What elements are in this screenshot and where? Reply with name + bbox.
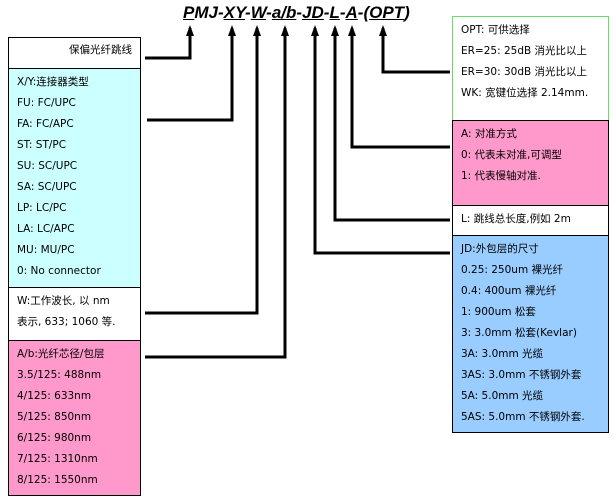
box-line: 1: 900um 松套 <box>461 306 536 318</box>
box-line: 0: No connector <box>17 265 101 277</box>
code-segment: - <box>245 3 251 22</box>
wavelength-box: W:工作波长, 以 nm 表示, 633; 1060 等. <box>8 287 141 341</box>
length-box: L: 跳线总长度,例如 2m <box>452 205 609 236</box>
alignment-box: A: 对准方式 0: 代表未对准,可调型 1: 代表慢轴对准. <box>452 120 609 206</box>
box-line: A: 对准方式 <box>461 128 517 140</box>
code-segment: ) <box>404 3 410 22</box>
box-line: SA: SC/UPC <box>17 181 77 193</box>
box-line: ST: ST/PC <box>17 139 67 151</box>
arrow-opt <box>381 28 450 74</box>
box-line: L: 跳线总长度,例如 2m <box>461 213 571 225</box>
code-segment: MJ- <box>194 3 224 22</box>
box-line: ER=25: 25dB 消光比以上 <box>461 45 588 57</box>
box-line: 0.25: 250um 裸光纤 <box>461 264 564 276</box>
box-line: A/b:光纤芯径/包层 <box>17 348 105 360</box>
code-segment: XY <box>223 3 246 22</box>
box-line: 5A: 5.0mm 光缆 <box>461 390 544 402</box>
options-box: OPT: 可供选择 ER=25: 25dB 消光比以上 ER=30: 30dB 消光… <box>452 16 609 121</box>
code-segment: - <box>266 3 272 22</box>
arrow-w <box>145 28 259 315</box>
arrow-l <box>333 28 450 222</box>
box-line: JD:外包层的尺寸 <box>461 243 539 255</box>
box-line: 表示, 633; 1060 等. <box>17 316 116 328</box>
box-line: OPT: 可供选择 <box>461 24 530 36</box>
jacket-size-box: JD:外包层的尺寸 0.25: 250um 裸光纤 0.4: 400um 裸光纤 1:… <box>452 235 609 433</box>
box-line: FA: FC/APC <box>17 118 74 130</box>
product-name-box: 保偏光纤跳线 <box>8 37 141 69</box>
box-line: ER=30: 30dB 消光比以上 <box>461 66 588 78</box>
box-line: FU: FC/UPC <box>17 97 76 109</box>
box-line: 3.5/125: 488nm <box>17 369 102 381</box>
box-line: WK: 宽键位选择 2.14mm. <box>461 87 589 99</box>
arrow-jd <box>313 28 450 255</box>
code-segment: -( <box>357 3 370 22</box>
box-line: 3A: 3.0mm 光缆 <box>461 348 544 360</box>
code-segment: - <box>323 3 330 22</box>
code-segment: a/b <box>271 3 297 22</box>
box-line: W:工作波长, 以 nm <box>17 295 110 307</box>
box-line: 3AS: 3.0mm 不锈钢外套 <box>461 369 582 381</box>
box-line: 6/125: 980nm <box>17 432 92 444</box>
code-segment: W <box>250 3 267 22</box>
code-segment: JD <box>302 3 324 22</box>
box-line: 0: 代表未对准,可调型 <box>461 149 562 161</box>
connector-type-box: X/Y:连接器类型 FU: FC/UPC FA: FC/APC ST: ST/PC SU… <box>8 68 141 288</box>
code-segment: L <box>329 3 340 22</box>
box-line: 4/125: 633nm <box>17 390 92 402</box>
code-segment: - <box>296 3 303 22</box>
core-cladding-box: A/b:光纤芯径/包层 3.5/125: 488nm 4/125: 633nm 5/1… <box>8 340 141 496</box>
box-line: 5/125: 850nm <box>17 411 92 423</box>
box-line: 7/125: 1310nm <box>17 453 98 465</box>
code-segment: - <box>339 3 346 22</box>
box-line: X/Y:连接器类型 <box>17 76 89 88</box>
box-line: 3: 3.0mm 松套(Kevlar) <box>461 327 577 339</box>
box-line: LA: LC/APC <box>17 223 75 235</box>
box-line: LP: LC/PC <box>17 202 67 214</box>
code-segment: OPT <box>369 3 405 22</box>
box-line: 5AS: 5.0mm 不锈钢外套. <box>461 411 585 423</box>
box-line: 0.4: 400um 裸光纤 <box>461 285 557 297</box>
box-line: 1: 代表慢轴对准. <box>461 170 541 182</box>
box-line: SU: SC/UPC <box>17 160 78 172</box>
box-line: 8/125: 1550nm <box>17 474 98 486</box>
arrow-p <box>145 28 192 60</box>
code-segment: P <box>183 3 195 22</box>
box-line: MU: MU/PC <box>17 244 75 256</box>
arrow-xy <box>147 28 234 122</box>
code-segment: A <box>345 3 358 22</box>
arrow-ab <box>145 28 287 359</box>
part-number-code: PMJ-XY-W-a/b-JD-L-A-(OPT) <box>183 3 410 23</box>
arrow-a <box>350 28 450 149</box>
